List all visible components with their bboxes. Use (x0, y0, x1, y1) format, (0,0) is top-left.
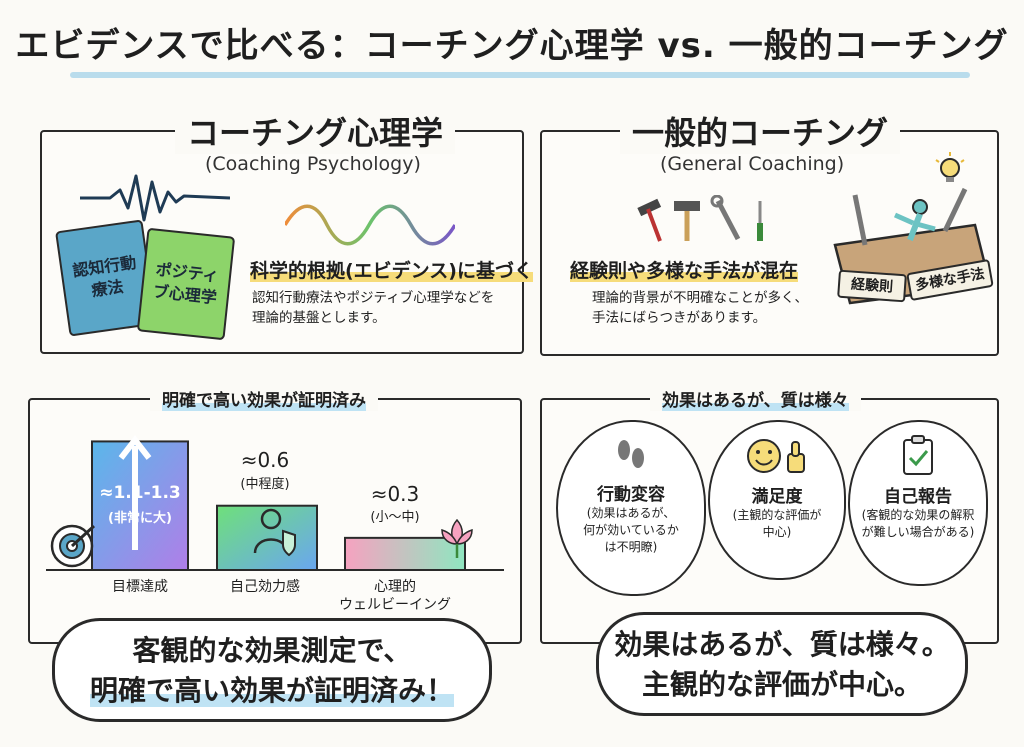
smile-thumbs-icon (747, 439, 805, 473)
cloud-behavior-change-title: 行動変容 (597, 485, 665, 505)
category-goal-attainment: 目標達成 (112, 579, 168, 595)
positive-psychology-book: ポジティブ心理学 (136, 227, 236, 341)
sine-wave-icon (285, 204, 455, 246)
bar-value-note-2: (中程度) (240, 477, 290, 492)
tools-icon (637, 195, 763, 242)
footprints-icon (618, 440, 644, 468)
general-coaching-desc-2: 手法にばらつきがあります。 (592, 310, 767, 326)
cloud-satisfaction-note-1: (主観的な評価が (732, 508, 822, 522)
coaching-psychology-desc-2: 理論的基盤とします。 (252, 310, 386, 326)
cloud-satisfaction-title: 満足度 (751, 487, 803, 507)
lotus-icon (441, 518, 473, 558)
objective-measurement-bubble: 客観的な効果測定で、 明確で高い効果が証明済み！ (52, 618, 492, 722)
bar-value-label-2: ≈0.6 (240, 448, 290, 472)
general-coaching-subheading: (General Coaching) (660, 153, 845, 175)
shield-person-icon (253, 508, 296, 557)
bar-value-label-1: ≈1.1-1.3 (99, 483, 181, 503)
mixed-methods-claim: 経験則や多様な手法が混在 (570, 260, 799, 282)
cloud-self-report: 自己報告 (客観的な効果の解釈 が難しい場合がある) (848, 420, 988, 586)
target-icon (50, 524, 96, 568)
cloud-self-report-note-2: が難しい場合がある) (861, 525, 975, 539)
wave-icon (80, 174, 230, 222)
effect-size-chart (46, 440, 504, 571)
bar-value-note-1: (非常に大) (108, 511, 172, 526)
coaching-psychology-desc-1: 認知行動療法やポジティブ心理学などを (252, 290, 495, 306)
bar-3 (344, 536, 466, 571)
cloud-behavior-change-note-2: 何が効いているか (583, 523, 679, 537)
clipboard-check-icon (903, 435, 933, 475)
subjective-evaluation-bubble: 効果はあるが、質は様々。 主観的な評価が中心。 (596, 612, 968, 716)
varied-quality-heading: 効果はあるが、質は様々 (650, 386, 861, 411)
cloud-behavior-change: 行動変容 (効果はあるが、 何が効いているか は不明瞭) (556, 420, 706, 596)
cloud-self-report-title: 自己報告 (884, 487, 952, 507)
cloud-satisfaction-note-2: 中心) (762, 525, 792, 539)
category-self-efficacy: 自己効力感 (230, 579, 300, 595)
bar-2 (216, 504, 318, 571)
general-coaching-desc-1: 理論的背景が不明確なことが多く、 (592, 290, 808, 306)
category-wellbeing-1: 心理的 (374, 579, 416, 595)
cloud-behavior-change-note-1: (効果はあるが、 (586, 506, 676, 520)
category-wellbeing-2: ウェルビーイング (339, 597, 451, 613)
general-coaching-heading: 一般的コーチング (620, 108, 901, 154)
subjective-bubble-line-1: 効果はあるが、質は様々。 (614, 628, 950, 661)
subjective-bubble-line-2: 主観的な評価が中心。 (641, 668, 922, 701)
title-underline (70, 72, 970, 78)
objective-bubble-line-2: 明確で高い効果が証明済み！ (89, 674, 454, 707)
page-title: エビデンスで比べる：コーチング心理学 vs. 一般的コーチング (15, 26, 1009, 66)
arrow-up-icon (118, 435, 152, 550)
coaching-psychology-subheading: (Coaching Psychology) (205, 153, 421, 175)
evidence-based-claim: 科学的根拠(エビデンス)に基づく (250, 260, 533, 282)
cloud-satisfaction: 満足度 (主観的な評価が 中心) (708, 420, 846, 580)
bar-1 (91, 440, 189, 571)
experience-label: 経験則 (837, 269, 907, 303)
bar-value-note-3: (小〜中) (370, 510, 420, 525)
proven-effect-heading: 明確で高い効果が証明済み (150, 386, 378, 411)
coaching-psychology-heading: コーチング心理学 (175, 108, 456, 154)
objective-bubble-line-1: 客観的な効果測定で、 (132, 634, 412, 667)
cloud-self-report-note-1: (客観的な効果の解釈 (861, 508, 975, 522)
lightbulb-icon (935, 152, 965, 182)
cloud-behavior-change-note-3: は不明瞭) (604, 540, 658, 554)
bar-value-label-3: ≈0.3 (370, 482, 420, 506)
